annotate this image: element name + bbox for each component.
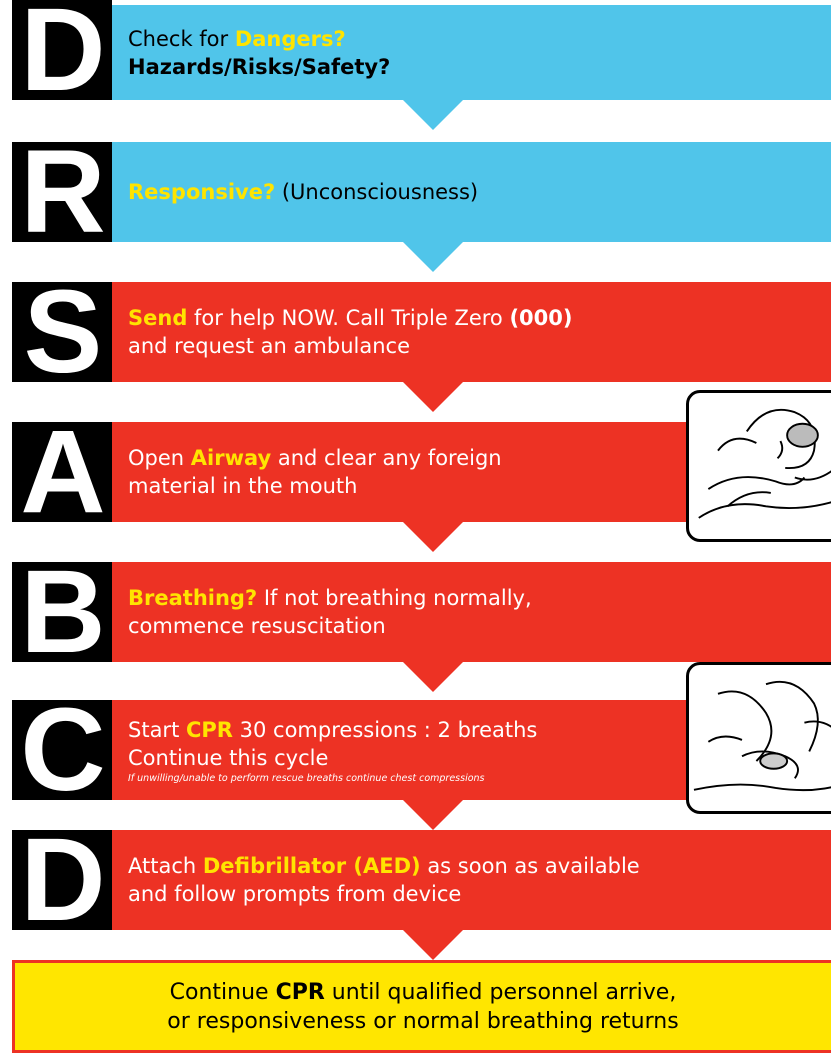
airway-line-2: material in the mouth [128,474,358,498]
airway-line-1: Open Airway and clear any foreign [128,444,831,472]
defib-line-2: and follow prompts from device [128,882,462,906]
step-letter-r: R [12,142,112,242]
cpr-note: If unwilling/unable to perform rescue br… [128,772,485,784]
step-band-send: Send for help NOW. Call Triple Zero (000… [112,282,831,382]
arrow-down-icon [403,242,463,272]
step-letter-a: A [12,422,112,522]
step-band-dangers: Check for Dangers? Hazards/Risks/Safety? [112,5,831,100]
final-line-2: or responsiveness or normal breathing re… [167,1008,679,1034]
breathing-line-2: commence resuscitation [128,614,386,638]
cpr-keyword: CPR [185,717,233,742]
dangers-keyword: Dangers? [234,26,346,51]
breathing-text: If not breathing normally, [257,586,532,610]
arrow-down-icon [403,522,463,552]
arrow-down-icon [403,800,463,830]
breathing-line-1: Breathing? If not breathing normally, [128,584,831,612]
dangers-line-1-text: Check for [128,26,235,51]
breathing-keyword: Breathing? [128,586,258,610]
final-line-1: Continue CPR until qualified personnel a… [170,978,677,1007]
airway-text: and clear any foreign [271,446,502,470]
arrow-down-icon [403,662,463,692]
step-letter-b: B [12,562,112,662]
cpr-illustration-icon [686,662,831,814]
cpr-pre: Start [128,717,186,742]
dangers-line-2: Hazards/Risks/Safety? [128,54,391,79]
final-text: until qualified personnel arrive, [324,979,677,1005]
airway-pre: Open [128,446,191,470]
arrow-down-icon [403,100,463,130]
arrow-down-icon [403,382,463,412]
cpr-line-2: Continue this cycle [128,745,329,770]
send-keyword: Send [128,306,188,330]
step-band-breathing: Breathing? If not breathing normally, co… [112,562,831,662]
step-band-defibrillator: Attach Defibrillator (AED) as soon as av… [112,830,831,930]
defib-keyword: Defibrillator (AED) [202,854,421,878]
cpr-text: 30 compressions : 2 breaths [232,717,538,742]
airway-keyword: Airway [190,446,272,470]
final-cpr-keyword: CPR [275,979,325,1005]
step-letter-c: C [12,700,112,800]
final-pre: Continue [169,979,276,1005]
dangers-line-1: Check for Dangers? [128,25,831,53]
responsive-keyword: Responsive? [128,180,276,204]
airway-illustration-icon [686,390,831,542]
responsive-text: (Unconsciousness) [275,180,479,204]
send-phone-number: (000) [509,306,573,330]
arrow-down-icon [403,930,463,960]
send-text: for help NOW. Call Triple Zero [187,306,510,330]
responsive-line: Responsive? (Unconsciousness) [128,178,831,206]
step-letter-d-dangers: D [12,0,112,100]
cpr-line-1: Start CPR 30 compressions : 2 breaths [128,716,831,744]
final-instruction-box: Continue CPR until qualified personnel a… [12,960,831,1053]
send-line-2: and request an ambulance [128,334,410,358]
step-letter-s: S [12,282,112,382]
defib-text: as soon as available [420,854,640,878]
defib-line-1: Attach Defibrillator (AED) as soon as av… [128,852,831,880]
step-band-responsive: Responsive? (Unconsciousness) [112,142,831,242]
defib-pre: Attach [128,854,203,878]
step-letter-d-defib: D [12,830,112,930]
send-line-1: Send for help NOW. Call Triple Zero (000… [128,304,831,332]
